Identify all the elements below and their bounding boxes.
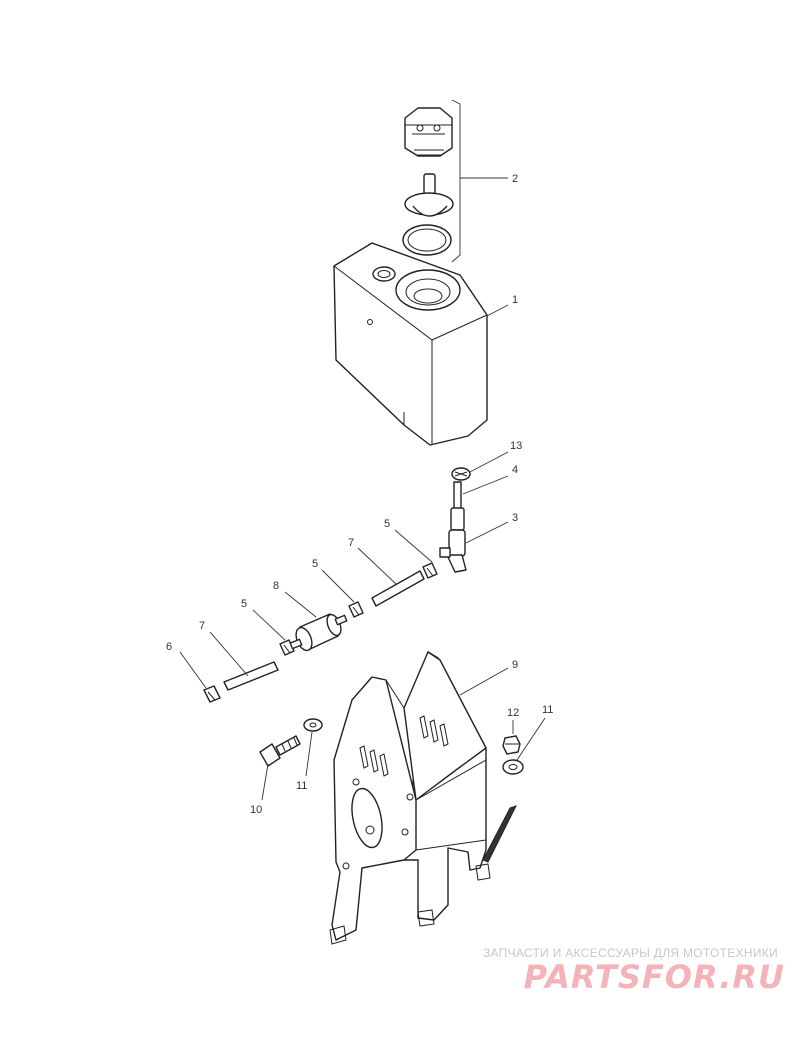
washer-left	[303, 718, 323, 732]
callout-5-middle: 5	[312, 558, 318, 570]
cap-o-ring	[402, 224, 452, 256]
mounting-bolt	[259, 735, 301, 767]
bracket-nut	[502, 735, 521, 755]
elbow-fitting	[439, 529, 467, 573]
callout-6: 6	[166, 641, 172, 653]
outlet-pipe	[450, 481, 465, 531]
callout-2: 2	[512, 173, 518, 185]
oil-hose-lower	[223, 661, 279, 691]
inline-oil-filter	[289, 613, 348, 652]
callout-9: 9	[512, 659, 518, 671]
watermark-logo: PARTSFOR.RU	[524, 958, 785, 996]
callout-11-left: 11	[296, 780, 307, 792]
callout-4: 4	[512, 464, 518, 476]
hose-clamp-upper	[422, 562, 438, 579]
tank-outlet-nut	[451, 467, 471, 481]
callout-1: 1	[512, 294, 518, 306]
washer-right	[502, 759, 524, 775]
cap-group-bracket	[451, 99, 461, 263]
mounting-bracket	[329, 651, 491, 945]
oil-hose-upper	[371, 570, 425, 607]
callout-11-right: 11	[542, 704, 553, 716]
callout-7-upper: 7	[348, 537, 354, 549]
watermark-tagline: ЗАПЧАСТИ И АКСЕССУАРЫ ДЛЯ МОТОТЕХНИКИ	[483, 946, 778, 960]
oil-tank	[333, 242, 488, 446]
callout-8: 8	[273, 580, 279, 592]
filler-cap	[404, 107, 453, 157]
callout-13: 13	[510, 440, 522, 452]
callout-5-lower: 5	[241, 598, 247, 610]
mounting-stud	[482, 805, 517, 863]
cap-valve	[404, 173, 454, 217]
hose-clamp-middle	[348, 601, 364, 618]
callout-12: 12	[507, 707, 519, 719]
hose-clamp-end	[203, 685, 221, 703]
callout-10: 10	[250, 804, 262, 816]
callout-7-lower: 7	[199, 620, 205, 632]
callout-3: 3	[512, 512, 518, 524]
callout-5-upper: 5	[384, 518, 390, 530]
